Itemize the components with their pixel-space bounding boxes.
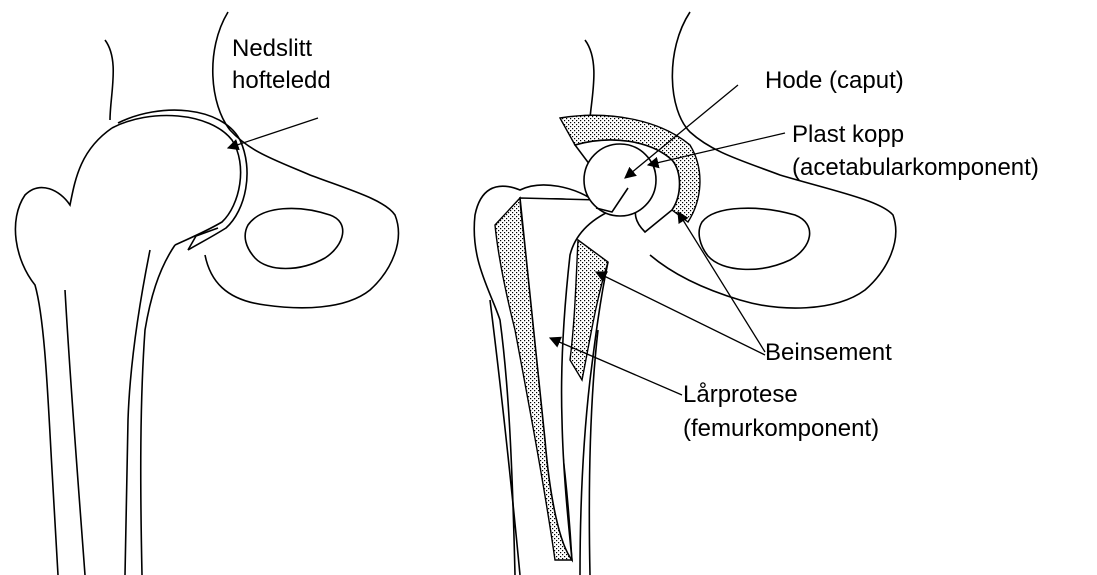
left-femur-head-outer [112, 116, 241, 246]
left-pointer-arrow [228, 118, 318, 148]
right-femur-right-inner [589, 330, 598, 575]
cement-label: Beinsement [765, 338, 892, 368]
left-femur-right-outer [141, 245, 175, 575]
left-femur-head-inner [118, 110, 247, 250]
cup-label-2: (acetabularkomponent) [792, 153, 1039, 183]
prosthetic-head [584, 144, 656, 216]
left-hip-drawing [15, 12, 398, 575]
proximal-cement [570, 240, 608, 380]
left-femur-outline [15, 128, 112, 575]
worn-joint-label-2: hofteledd [232, 66, 331, 96]
stem-arrow [550, 338, 682, 395]
stem-label-2: (femurkomponent) [683, 414, 879, 444]
right-foramen [699, 208, 810, 269]
worn-joint-label-1: Nedslitt [232, 34, 312, 64]
left-foramen [245, 208, 343, 268]
head-label: Hode (caput) [765, 66, 904, 96]
stem-label-1: Lårprotese [683, 380, 798, 410]
cup-label-1: Plast kopp [792, 120, 904, 150]
left-femur-inner [65, 290, 85, 575]
right-femur-inner [490, 300, 520, 575]
left-femur-right-inner [125, 250, 150, 575]
cement-arrow-2 [596, 272, 765, 355]
